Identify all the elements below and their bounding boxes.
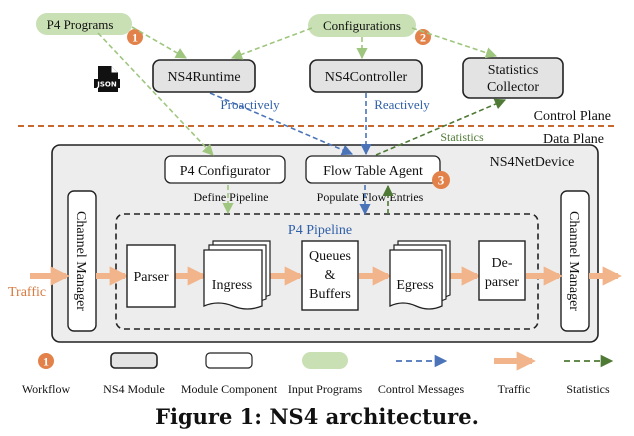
flow-table-agent-label: Flow Table Agent (323, 164, 423, 179)
json-file-icon-label: JSON (96, 81, 117, 89)
legend-module-component-swatch (205, 352, 253, 369)
egress-stack (389, 240, 451, 310)
p4-programs-label: P4 Programs (47, 17, 114, 32)
configurations-to-runtime-arrow (230, 27, 313, 60)
workflow-badge-1 (127, 29, 143, 45)
legend-control-messages-label: Control Messages (378, 382, 465, 396)
legend-ns4-module-label: NS4 Module (103, 382, 165, 396)
ns4controller-box (309, 59, 423, 93)
queues-label: Queues (309, 249, 351, 264)
ns4controller-label: NS4Controller (325, 70, 408, 85)
workflow-badge-1-label: 1 (132, 31, 138, 45)
proactively-label: Proactively (220, 97, 280, 112)
legend: 1 Workflow NS4 Module Module Component I… (22, 351, 614, 396)
p4-pipeline-box (115, 213, 539, 330)
populate-flow-entries-label: Populate Flow Entries (317, 190, 424, 204)
workflow-badge-3 (432, 171, 450, 189)
figure-caption: Figure 1: NS4 architecture. (155, 404, 479, 429)
configurations-label: Configurations (323, 18, 401, 33)
traffic-label: Traffic (8, 285, 46, 300)
control-message-arrows (209, 92, 372, 156)
data-plane-label: Data Plane (543, 132, 604, 147)
legend-statistics-label: Statistics (566, 382, 610, 396)
ns4runtime-label: NS4Runtime (167, 70, 240, 85)
legend-input-programs-swatch (302, 352, 348, 369)
channel-manager-right (560, 190, 590, 332)
statistics-arrow (375, 98, 507, 156)
configurations-pill (308, 14, 416, 37)
egress-label: Egress (396, 278, 433, 293)
ingress-stack (203, 240, 271, 310)
legend-ns4-module-swatch (110, 352, 158, 369)
control-plane-label: Control Plane (534, 109, 611, 124)
p4-programs-to-runtime-arrow (131, 26, 187, 59)
legend-traffic-label: Traffic (498, 382, 531, 396)
ampersand-label: & (325, 268, 336, 283)
queues-buffers-box (301, 240, 359, 311)
p4-configurator-label: P4 Configurator (180, 164, 271, 179)
workflow-badge-2 (415, 29, 431, 45)
legend-workflow-label: Workflow (22, 382, 71, 396)
reactively-label: Reactively (374, 97, 430, 112)
parser-box (126, 244, 176, 308)
p4-programs-pill (36, 13, 132, 35)
configurations-to-collector-arrow (411, 27, 498, 59)
p4-programs-to-configurator-arrow (97, 32, 214, 156)
deparser-label-line2: parser (485, 275, 520, 290)
p4-pipeline-label: P4 Pipeline (288, 223, 352, 238)
deparser-box (478, 240, 526, 301)
json-file-icon: JSON (94, 66, 120, 92)
workflow-badge-2-label: 2 (420, 31, 426, 45)
input-program-arrows (97, 26, 498, 156)
define-pipeline-label: Define Pipeline (194, 190, 269, 204)
ns4netdevice-label: NS4NetDevice (490, 155, 575, 170)
channel-manager-left-label: Channel Manager (73, 211, 88, 311)
statistics-collector-box (462, 57, 564, 99)
statistics-collector-label-line1: Statistics (488, 63, 539, 78)
statistics-collector-label-line2: Collector (487, 80, 539, 95)
legend-workflow-badge (38, 353, 54, 369)
legend-workflow-badge-label: 1 (43, 355, 49, 369)
p4-configurator-box (164, 155, 286, 184)
statistics-label: Statistics (440, 130, 484, 144)
ingress-label: Ingress (212, 278, 252, 293)
flow-table-agent-box (305, 155, 441, 184)
deparser-label-line1: De- (492, 256, 513, 271)
legend-input-programs-label: Input Programs (288, 382, 363, 396)
channel-manager-right-label: Channel Manager (566, 211, 581, 311)
workflow-badge-3-label: 3 (438, 173, 445, 188)
buffers-label: Buffers (309, 287, 351, 302)
proactive-arrow (209, 92, 354, 156)
legend-module-component-label: Module Component (181, 382, 278, 396)
parser-label: Parser (134, 270, 169, 285)
ns4runtime-box (152, 59, 256, 93)
channel-manager-left (67, 190, 97, 332)
